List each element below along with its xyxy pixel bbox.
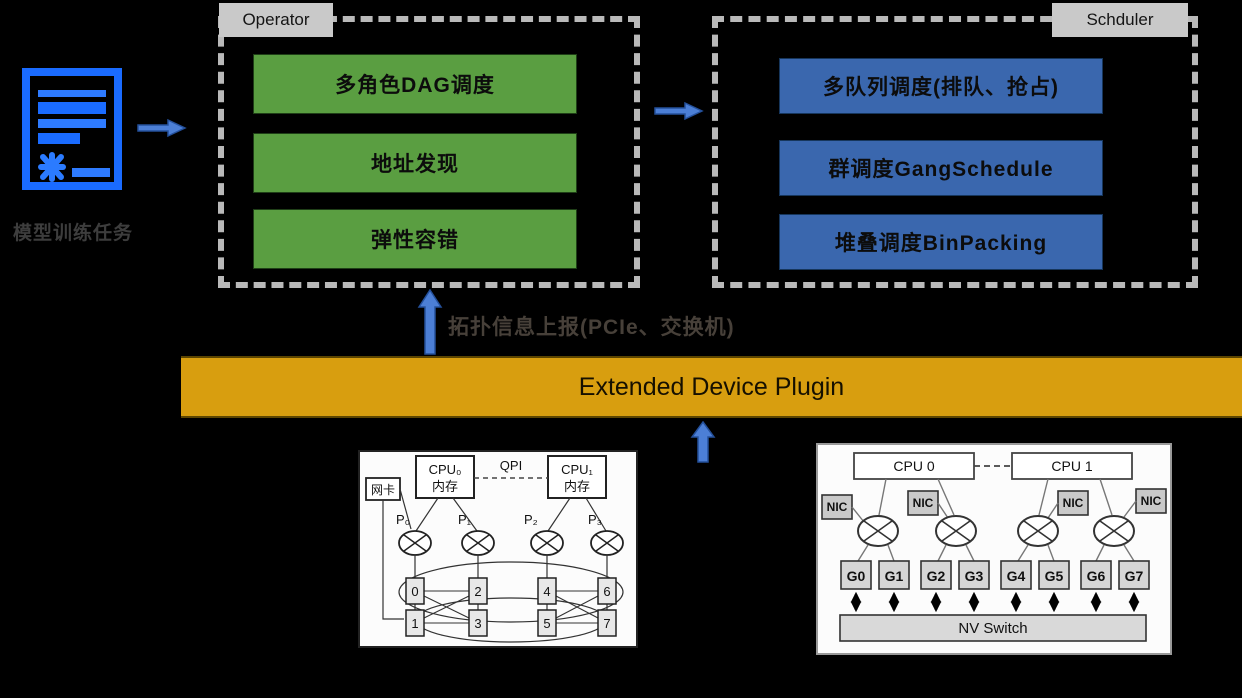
nvswitch-topology-diagram: CPU 0 CPU 1 NIC NIC NIC NIC G0 [816, 443, 1172, 655]
scheduler-item-multi-queue: 多队列调度(排队、抢占) [779, 58, 1103, 114]
nv-switch-label: NV Switch [958, 620, 1027, 637]
extended-device-plugin-bar: Extended Device Plugin [181, 356, 1242, 418]
arrow-doc-to-operator-icon [137, 118, 187, 138]
gpu-labels: G0 G1 G2 G3 G4 G5 G6 G7 [847, 568, 1144, 584]
cpu1-box [1011, 452, 1133, 480]
cpu0-box [415, 455, 475, 499]
cpu0-mem-label: 内存 [432, 479, 458, 494]
svg-text:G6: G6 [1087, 568, 1106, 584]
gpu-number-labels: 0 2 4 6 1 3 5 7 [411, 584, 610, 631]
svg-text:7: 7 [603, 616, 610, 631]
nv-switch-bar [839, 614, 1147, 642]
operator-item-dag-scheduling: 多角色DAG调度 [253, 54, 577, 114]
topology-report-label: 拓扑信息上报(PCIe、交换机) [448, 316, 735, 339]
operator-item-elastic-fault-tolerance: 弹性容错 [253, 209, 577, 269]
svg-text:5: 5 [543, 616, 550, 631]
svg-text:NIC: NIC [913, 496, 934, 510]
pcie-switch-crosses [863, 520, 1129, 542]
svg-text:G3: G3 [965, 568, 984, 584]
svg-text:NIC: NIC [1063, 496, 1084, 510]
scheduler-group-box [712, 16, 1198, 288]
scheduler-tab: Schduler [1052, 3, 1188, 37]
gpu-boxes [405, 577, 617, 637]
qpi-label: QPI [500, 458, 522, 473]
cpu0-label: CPU 0 [893, 458, 934, 474]
svg-text:4: 4 [543, 584, 550, 599]
pcie-topology-diagram: 网卡 CPU₀ 内存 CPU₁ 内存 QPI P₀ P₁ P₂ P₃ 0 2 4 [358, 450, 638, 648]
svg-text:1: 1 [411, 616, 418, 631]
svg-text:G4: G4 [1007, 568, 1026, 584]
svg-text:2: 2 [474, 584, 481, 599]
document-lines [38, 82, 111, 182]
arrow-topology-to-plugin-icon [690, 421, 716, 463]
nic-labels: NIC NIC NIC NIC [827, 494, 1162, 514]
svg-text:G2: G2 [927, 568, 946, 584]
document-stamp-icon [38, 152, 66, 182]
port-label-p0: P₀ [396, 512, 410, 527]
training-spec-document-icon [22, 68, 122, 190]
cpu1-label: CPU 1 [1051, 458, 1092, 474]
port-label-p2: P₂ [524, 512, 538, 527]
pcie-topology-panel: 网卡 CPU₀ 内存 CPU₁ 内存 QPI P₀ P₁ P₂ P₃ 0 2 4 [358, 450, 638, 648]
svg-text:G0: G0 [847, 568, 866, 584]
svg-text:G5: G5 [1045, 568, 1064, 584]
cpu0-box [853, 452, 975, 480]
nic-boxes [821, 488, 1167, 520]
scheduler-item-gang-schedule: 群调度GangSchedule [779, 140, 1103, 196]
pcie-switch-crosses [403, 534, 619, 552]
scheduler-item-bin-packing: 堆叠调度BinPacking [779, 214, 1103, 270]
operator-group-box [218, 16, 640, 288]
cpu0-label: CPU₀ [429, 462, 462, 477]
nvlink-arrows [850, 591, 1140, 613]
svg-text:NIC: NIC [1141, 494, 1162, 508]
cpu1-label: CPU₁ [561, 462, 593, 477]
operator-tab: Operator [219, 3, 333, 37]
svg-text:3: 3 [474, 616, 481, 631]
arrow-operator-to-scheduler-icon [654, 101, 704, 121]
training-job-label: 模型训练任务 [12, 223, 133, 244]
svg-text:NIC: NIC [827, 500, 848, 514]
cpu1-mem-label: 内存 [564, 479, 590, 494]
nic-label: 网卡 [371, 483, 395, 497]
operator-item-address-discovery: 地址发现 [253, 133, 577, 193]
nvswitch-topology-panel: CPU 0 CPU 1 NIC NIC NIC NIC G0 [816, 443, 1172, 655]
arrow-plugin-to-operator-icon [417, 289, 443, 355]
svg-text:G7: G7 [1125, 568, 1144, 584]
port-label-p3: P₃ [588, 512, 602, 527]
svg-text:G1: G1 [885, 568, 904, 584]
svg-text:0: 0 [411, 584, 418, 599]
cpu1-box [547, 455, 607, 499]
gpu-boxes [840, 560, 1150, 590]
svg-text:6: 6 [603, 584, 610, 599]
port-label-p1: P₁ [458, 512, 472, 527]
